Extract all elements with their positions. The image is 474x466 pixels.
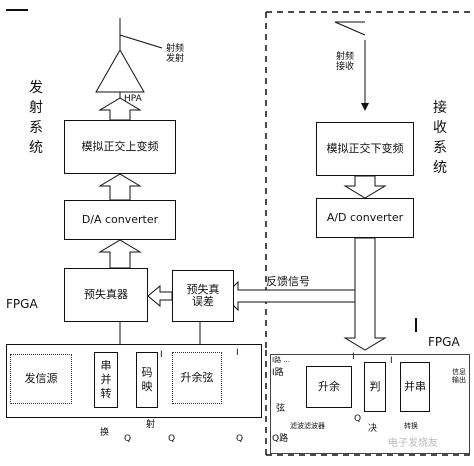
transmit-fpga-label: FPGA xyxy=(6,297,38,311)
mark-i-1: I xyxy=(160,350,163,360)
receive-fpga-label: FPGA xyxy=(428,335,460,349)
sp-convert-block: 串 并 转 xyxy=(94,352,118,408)
bottom-q1: Q xyxy=(124,434,132,444)
watermark: 电子发烧友 xyxy=(388,438,438,449)
receive-zhuanhuan: 转换 xyxy=(404,422,418,430)
source-block: 发信源 xyxy=(10,354,72,404)
mark-i-2: I xyxy=(236,348,239,358)
receive-q-path: Q路 xyxy=(272,434,289,444)
decide-block: 判 xyxy=(364,362,386,412)
dac-block: D/A converter xyxy=(64,200,176,240)
bottom-q2: Q xyxy=(168,434,176,444)
receive-sub-text: 滤波滤波器 xyxy=(290,422,325,430)
receive-xian: 弦 xyxy=(276,404,286,414)
transmit-antenna-label: 射频 发射 xyxy=(166,44,185,64)
predistorter-block: 预失真器 xyxy=(64,268,148,322)
receive-jue: 决 xyxy=(368,424,378,434)
upconverter-block: 模拟正交上变频 xyxy=(64,120,176,174)
receive-rrc-block: 升余 xyxy=(306,366,352,408)
rrc-block: 升余弦 xyxy=(172,352,222,404)
bottom-left-text: 换 xyxy=(100,428,110,438)
receive-mark-i-2: I xyxy=(390,356,393,366)
receive-top-small: I路 ... xyxy=(272,356,290,364)
downconverter-block: 模拟正交下变频 xyxy=(316,122,414,176)
receive-output-label: 信息 输出 xyxy=(452,368,466,384)
bottom-she: 射 xyxy=(146,420,156,430)
adc-block: A/D converter xyxy=(316,198,414,238)
ps-convert-block: 并串 xyxy=(400,362,430,412)
error-block: 预失真 误差 xyxy=(172,270,234,322)
mapper-block: 码 映 xyxy=(136,352,158,408)
bottom-q3: Q xyxy=(236,434,244,444)
receive-mark-i: I xyxy=(352,352,355,362)
receive-q-mark: Q xyxy=(354,414,362,424)
hpa-label: HPA xyxy=(124,94,142,104)
receive-antenna-label: 射频 接收 xyxy=(336,52,355,72)
receive-i-path: I路 xyxy=(272,368,284,378)
feedback-label: 反馈信号 xyxy=(266,275,310,288)
receive-system-label: 接收系统 xyxy=(433,100,447,176)
transmit-system-label: 发射系统 xyxy=(29,80,43,156)
